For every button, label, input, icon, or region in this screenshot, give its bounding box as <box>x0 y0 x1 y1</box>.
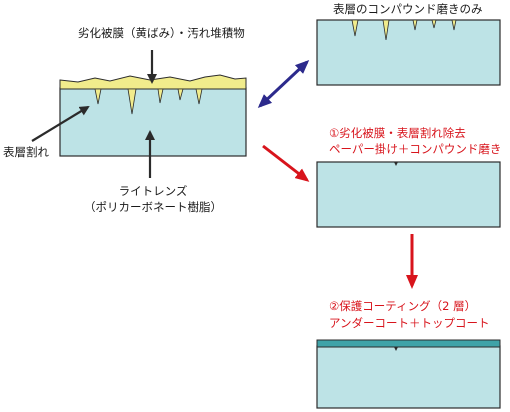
step2-label-line1: ②保護コーティング（2 層） <box>329 299 477 313</box>
step2-lens <box>316 339 501 409</box>
surface-crack-marks <box>94 88 203 115</box>
compound-only-lens-body <box>316 19 501 86</box>
crack-callout-arrow <box>31 105 90 142</box>
surface-cracks-label: 表層割れ <box>3 145 49 159</box>
original-lens-body <box>59 87 247 157</box>
step2-lens-body <box>316 345 501 409</box>
step1-lens <box>316 161 501 228</box>
step2-label-line2: アンダーコート＋トップコート <box>329 316 490 330</box>
step1-residual-mark <box>394 162 398 166</box>
remaining-crack-marks <box>351 19 457 41</box>
compound-only-lens <box>316 19 501 86</box>
compound-only-arrow[interactable] <box>257 59 310 109</box>
protective-coating-layer <box>316 339 501 348</box>
lens-label-line1: ライトレンズ <box>118 184 188 198</box>
original-lens <box>59 74 247 157</box>
step1-label-line2: ペーパー掛け＋コンパウンド磨き <box>329 142 502 156</box>
step1-lens-body <box>316 161 501 228</box>
step1-arrow[interactable] <box>262 144 310 182</box>
lens-label-line2: （ポリカーボネート樹脂） <box>84 200 222 214</box>
step2-residual-mark <box>394 347 398 351</box>
compound-only-label: 表層のコンパウンド磨きのみ <box>333 2 483 16</box>
step1-label-line1: ①劣化被膜・表層割れ除去 <box>329 126 466 140</box>
degraded-film-label: 劣化被膜（黄ばみ）・汚れ堆積物 <box>78 26 245 40</box>
